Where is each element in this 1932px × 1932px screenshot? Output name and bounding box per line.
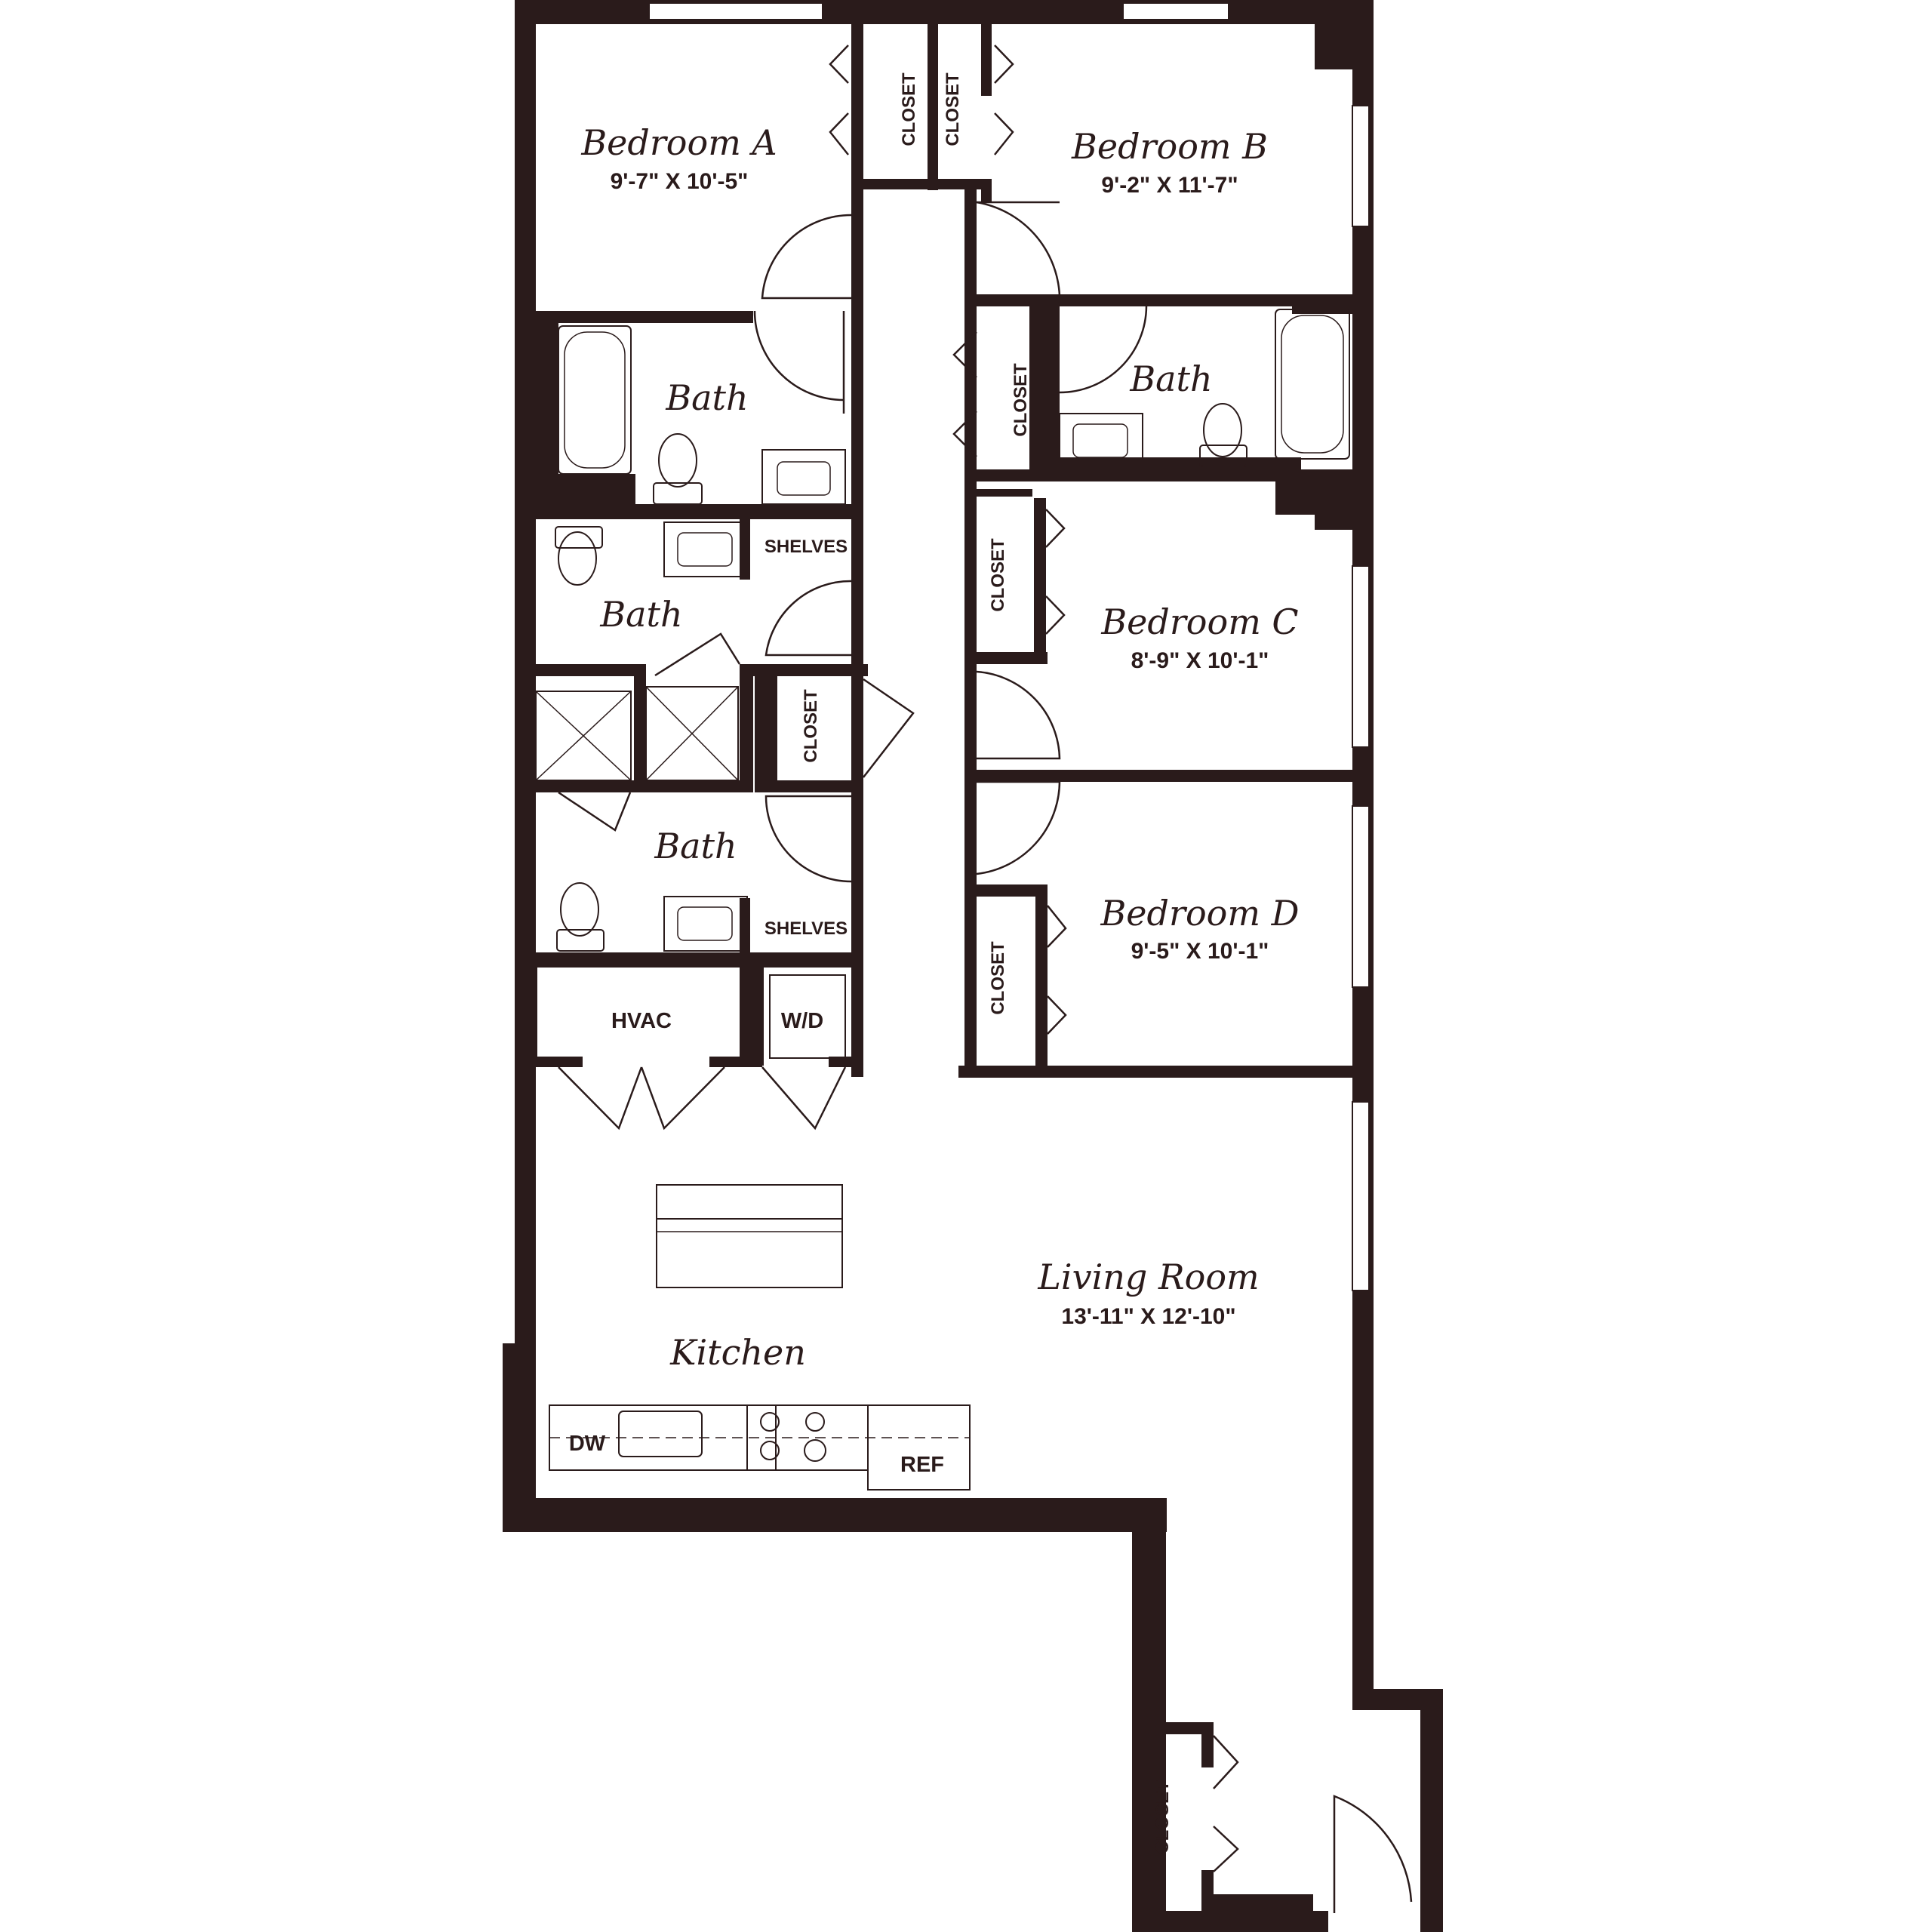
living-room-dims: 13'-11" X 12'-10" [1061,1304,1235,1329]
bath-a-name: Bath [665,377,748,418]
closet-label-center: CLOSET [801,689,821,763]
bedroom-d-dims: 9'-5" X 10'-1" [1131,939,1269,964]
bedroom-c-name: Bedroom C [1100,601,1298,642]
bedroom-a-dims: 9'-7" X 10'-5" [611,169,749,194]
bedroom-a-name: Bedroom A [580,122,777,163]
hvac-label: HVAC [611,1009,672,1033]
bedroom-b-dims: 9'-2" X 11'-7" [1101,173,1238,198]
bath-d-name: Bath [654,826,737,866]
closet-label-d: CLOSET [988,941,1008,1015]
bedroom-c-dims: 8'-9" X 10'-1" [1131,648,1269,673]
closet-label-bath-b: CLOSET [1011,363,1031,437]
shelves-label-lower: SHELVES [764,918,848,939]
closet-label-b: CLOSET [943,72,963,146]
wd-label: W/D [781,1009,823,1033]
bath-c-name: Bath [599,594,682,635]
closet-label-entry: CLOSET [1152,1780,1173,1854]
fixtures [535,309,1350,1491]
bath-b-name: Bath [1129,358,1212,399]
bedroom-b-name: Bedroom B [1071,126,1268,167]
living-room-name: Living Room [1037,1257,1259,1297]
ref-label: REF [900,1453,944,1477]
closet-label-a: CLOSET [899,72,919,146]
kitchen-name: Kitchen [669,1332,806,1373]
closet-label-c: CLOSET [988,538,1008,612]
walls [503,0,1443,1932]
dw-label: DW [569,1432,606,1456]
labels: Bedroom A 9'-7" X 10'-5" Bedroom B 9'-2"… [569,72,1300,1854]
shelves-label-upper: SHELVES [764,537,848,557]
windows [648,2,1370,1291]
bedroom-d-name: Bedroom D [1100,893,1300,934]
doors [558,45,1413,1913]
